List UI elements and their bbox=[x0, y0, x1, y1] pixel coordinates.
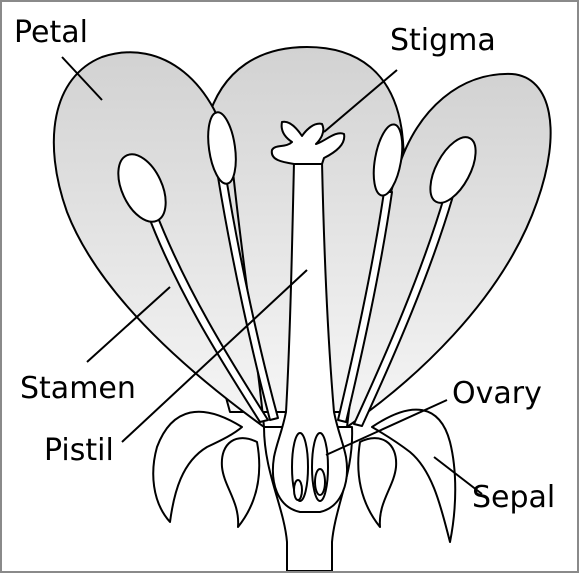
stamen-label: Stamen bbox=[20, 371, 136, 406]
ovary-label: Ovary bbox=[452, 376, 542, 411]
sepal-left-inner bbox=[222, 438, 259, 527]
pistil-label: Pistil bbox=[44, 433, 114, 468]
ovule-right-inner bbox=[315, 469, 325, 495]
petal-label: Petal bbox=[14, 15, 88, 50]
sepal-right-inner bbox=[358, 438, 396, 527]
sepal-label: Sepal bbox=[472, 480, 555, 515]
ovule-left-inner bbox=[294, 480, 302, 500]
stigma-label: Stigma bbox=[390, 23, 496, 58]
